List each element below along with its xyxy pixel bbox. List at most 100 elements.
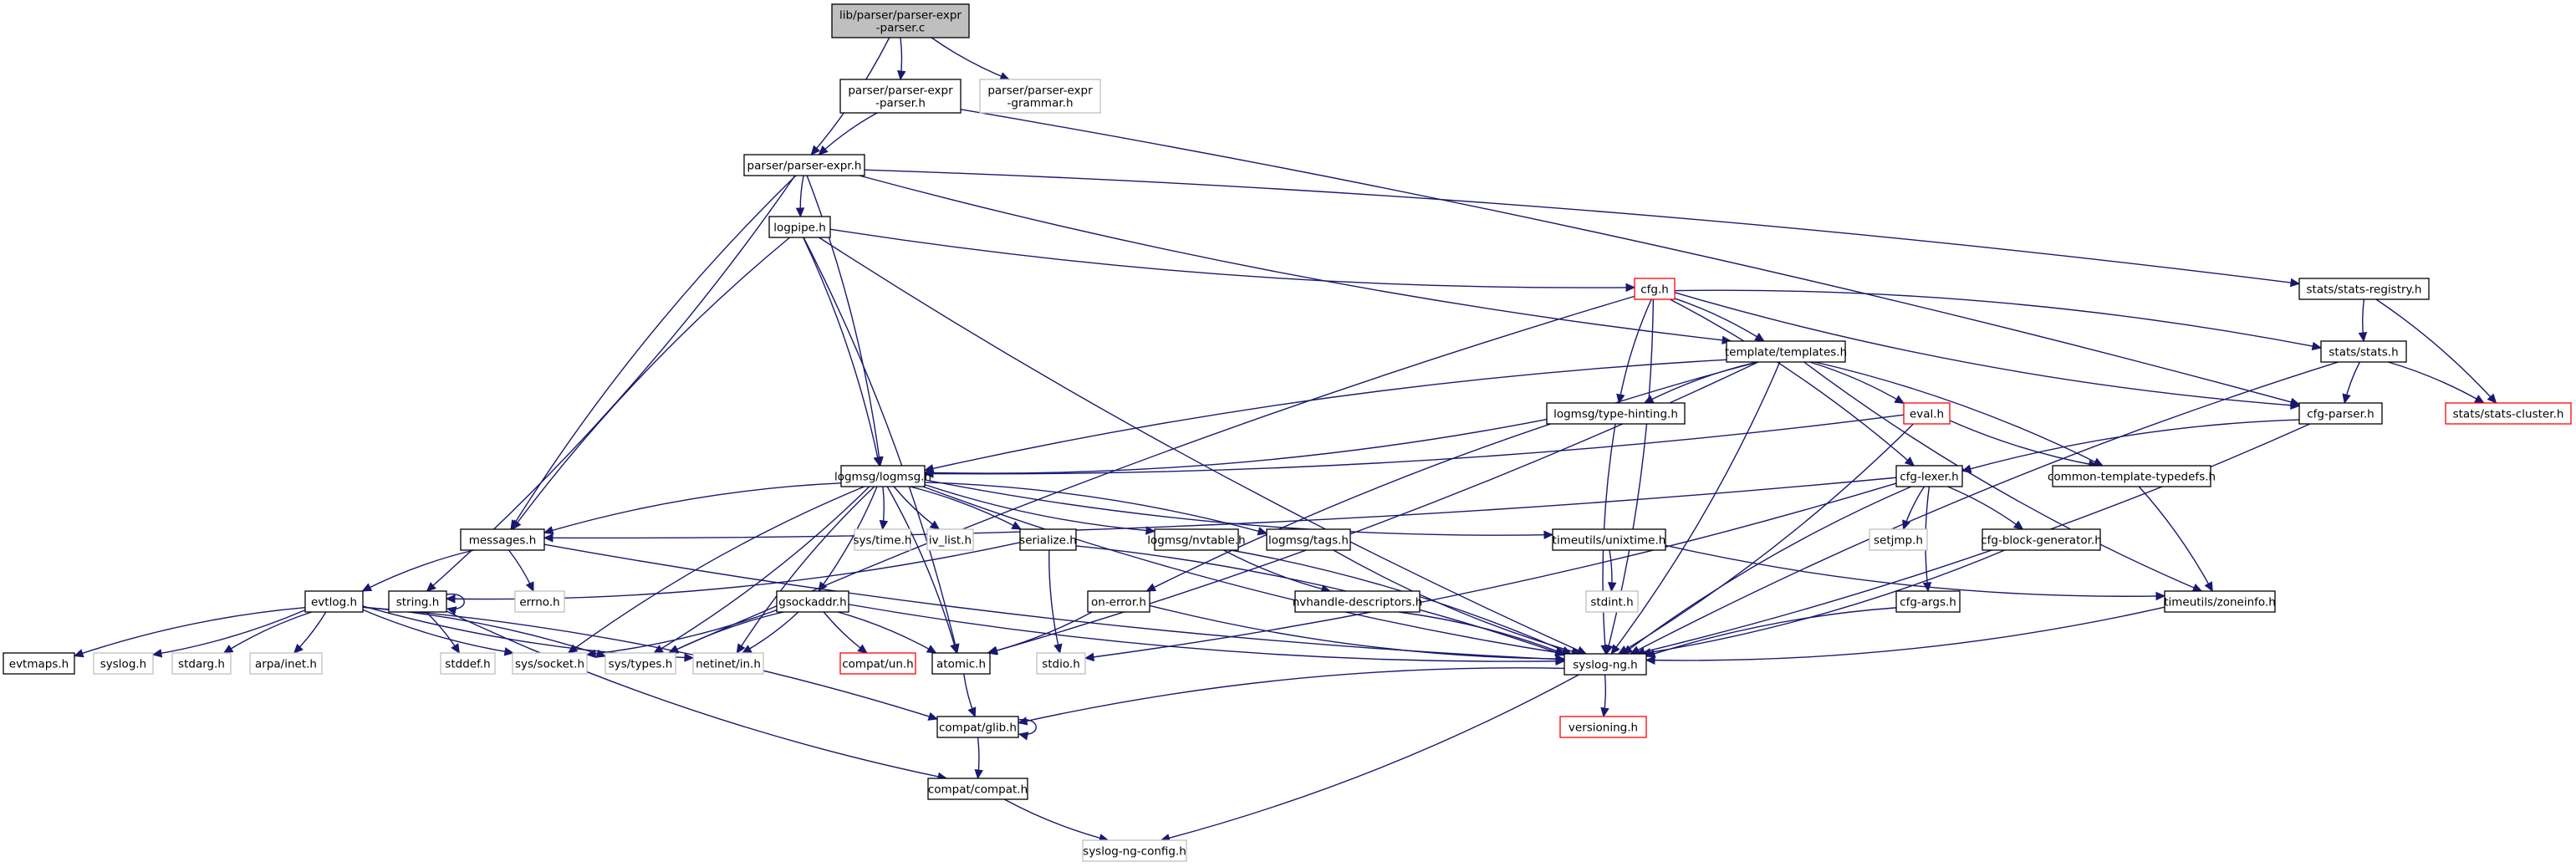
edge-line: [1814, 361, 2104, 467]
node-label: nvhandle-descriptors.h: [1293, 596, 1423, 609]
node-label: cfg-args.h: [1900, 596, 1956, 609]
edge-line: [1670, 298, 1915, 467]
edge-line: [1674, 289, 2322, 349]
node-box: [2164, 590, 2276, 613]
node-versioning-h[interactable]: versioning.h: [1559, 716, 1647, 738]
node-label: cfg-parser.h: [2307, 408, 2375, 421]
edge-line: [1674, 298, 1765, 342]
node-stats-stats-cluster-h[interactable]: stats/stats-cluster.h: [2445, 402, 2572, 425]
node-setjmp-h: setjmp.h: [1869, 528, 1928, 551]
edge-line: [74, 607, 306, 657]
arrow-head-icon: [1600, 645, 1609, 655]
node-label: cfg.h: [1640, 283, 1669, 297]
node-logpipe-h[interactable]: logpipe.h: [768, 216, 831, 238]
node-timeutils-unixtime-h[interactable]: timeutils/unixtime.h: [1552, 528, 1666, 551]
node-gsockaddr-h[interactable]: gsockaddr.h: [776, 590, 849, 613]
edge-line: [1618, 423, 1914, 655]
node-cfg-h[interactable]: cfg.h: [1634, 278, 1676, 300]
arrow-head-icon: [512, 519, 522, 530]
node-messages-h[interactable]: messages.h: [460, 528, 545, 551]
node-stdio-h: stdio.h: [1036, 652, 1086, 675]
edge-stats-stats-registry-h-to-stats-stats-cluster-h: [2375, 298, 2497, 404]
node-box: [854, 528, 911, 551]
edge-line: [1635, 423, 2311, 655]
edge-line: [864, 169, 2300, 285]
edge-cfg-parser-h-to-syslog-ng-h: [1635, 423, 2311, 656]
arrow-head-icon: [950, 643, 959, 655]
node-atomic-h[interactable]: atomic.h: [931, 652, 991, 675]
arrow-head-icon: [897, 69, 906, 81]
node-label: logmsg/type-hinting.h: [1553, 408, 1678, 421]
node-box: [1559, 716, 1647, 738]
edge-line: [931, 37, 1010, 80]
arrow-head-icon: [1600, 706, 1609, 718]
edge-template-templates-h-to-common-template-typedefs-h: [1814, 361, 2104, 467]
node-cfg-parser-h[interactable]: cfg-parser.h: [2298, 402, 2383, 425]
node-label: syslog-ng-config.h: [1083, 845, 1186, 859]
edge-gsockaddr-h-to-sys-socket-h: [585, 609, 778, 659]
node-box: [839, 652, 916, 675]
node-timeutils-zoneinfo-h[interactable]: timeutils/zoneinfo.h: [2164, 590, 2276, 613]
arrow-head-icon: [2358, 331, 2368, 343]
edge-lib-parser-parser-expr-parser-c-to-parser-parser-expr-parser-h: [897, 37, 906, 81]
node-cfg-lexer-h[interactable]: cfg-lexer.h: [1895, 465, 1963, 487]
edge-line: [543, 477, 1897, 539]
edge-line: [362, 609, 514, 654]
edge-timeutils-zoneinfo-h-to-syslog-ng-h: [1645, 606, 2165, 665]
node-common-template-typedefs-h[interactable]: common-template-typedefs.h: [2048, 465, 2216, 487]
arrow-head-icon: [879, 519, 889, 531]
node-stats-stats-h[interactable]: stats/stats.h: [2320, 340, 2407, 363]
edge-logpipe-h-to-messages-h: [512, 237, 791, 530]
node-string-h[interactable]: string.h: [388, 590, 447, 613]
node-logmsg-tags-h[interactable]: logmsg/tags.h: [1266, 528, 1351, 551]
node-box: [1087, 590, 1150, 613]
node-logmsg-type-hinting-h[interactable]: logmsg/type-hinting.h: [1546, 402, 1686, 425]
node-template-templates-h[interactable]: template/templates.h: [1725, 340, 1847, 363]
node-label: on-error.h: [1091, 596, 1146, 609]
node-box: [692, 652, 764, 675]
node-nvhandle-descriptors-h[interactable]: nvhandle-descriptors.h: [1293, 590, 1423, 613]
node-lib-parser-parser-expr-parser-c[interactable]: lib/parser/parser-expr-parser.c: [831, 3, 970, 38]
node-compat-glib-h[interactable]: compat/glib.h: [936, 716, 1019, 738]
node-parser-parser-expr-h[interactable]: parser/parser-expr.h: [743, 154, 865, 176]
arrow-head-icon: [1625, 283, 1636, 293]
edge-line: [848, 604, 1565, 662]
edge-line: [922, 486, 1566, 655]
node-cfg-block-generator-h[interactable]: cfg-block-generator.h: [1981, 528, 2102, 551]
node-box: [1903, 402, 1951, 425]
edge-line: [2388, 361, 2485, 404]
node-box: [927, 778, 1028, 800]
node-compat-un-h[interactable]: compat/un.h: [839, 652, 916, 675]
node-cfg-args-h[interactable]: cfg-args.h: [1895, 590, 1961, 613]
node-stats-stats-registry-h[interactable]: stats/stats-registry.h: [2298, 278, 2430, 300]
arrow-head-icon: [1555, 654, 1566, 664]
node-parser-parser-expr-parser-h[interactable]: parser/parser-expr-parser.h: [839, 79, 962, 114]
node-errno-h: errno.h: [514, 590, 565, 613]
node-on-error-h[interactable]: on-error.h: [1087, 590, 1150, 613]
node-sys-types-h: sys/types.h: [604, 652, 676, 675]
node-compat-compat-h[interactable]: compat/compat.h: [927, 778, 1028, 800]
node-label: stdarg.h: [178, 658, 225, 671]
node-box: [604, 652, 676, 675]
node-box: [1154, 528, 1239, 551]
node-evtmaps-h[interactable]: evtmaps.h: [3, 652, 75, 675]
node-syslog-ng-h[interactable]: syslog-ng.h: [1563, 653, 1647, 676]
arrow-head-icon: [1902, 519, 1911, 531]
node-logmsg-logmsg-h[interactable]: logmsg/logmsg.h: [834, 465, 931, 487]
node-logmsg-nvtable-h[interactable]: logmsg/nvtable.h: [1147, 528, 1246, 551]
arrow-head-icon: [999, 72, 1011, 81]
node-eval-h[interactable]: eval.h: [1903, 402, 1951, 425]
edge-logmsg-logmsg-h-to-sys-types-h: [653, 486, 870, 654]
arrow-head-icon: [1257, 527, 1268, 536]
edge-line: [1630, 361, 2339, 655]
node-serialize-h[interactable]: serialize.h: [1019, 528, 1077, 551]
edge-compat-glib-h-to-compat-compat-h: [974, 737, 983, 780]
edge-line: [837, 611, 936, 654]
arrow-head-icon: [73, 649, 84, 658]
node-stdint-h: stdint.h: [1585, 590, 1639, 613]
arrow-head-icon: [927, 711, 939, 721]
node-box: [1294, 590, 1421, 613]
node-evtlog-h[interactable]: evtlog.h: [304, 590, 364, 613]
node-label: errno.h: [519, 596, 559, 609]
